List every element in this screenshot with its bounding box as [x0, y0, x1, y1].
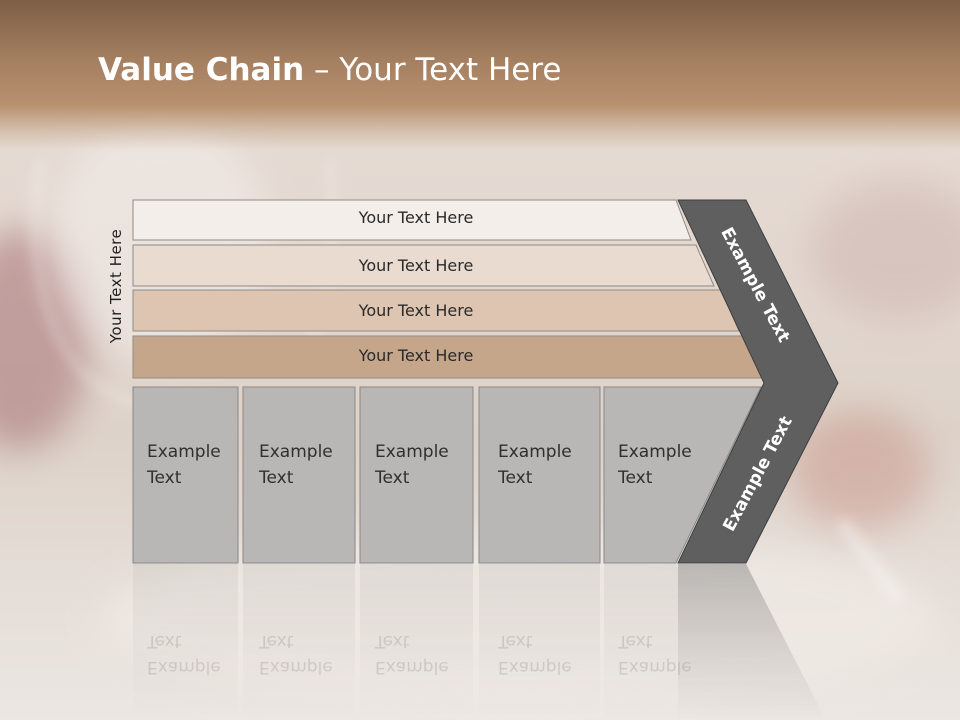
side-label: Your Text Here	[107, 228, 125, 344]
chevron-reflection	[678, 564, 826, 720]
box-1-reflection	[133, 564, 238, 714]
chevron-group	[677, 199, 839, 564]
box-1-line2: Text	[147, 468, 182, 488]
box-2-line1: Example	[259, 442, 333, 462]
bar-1	[132, 199, 692, 241]
box-5-line2: Text	[618, 468, 653, 488]
box-2-line2: Text	[259, 468, 294, 488]
box-4-line2: Text	[498, 468, 533, 488]
bar-label-2: Your Text Here	[358, 256, 474, 275]
box-4	[478, 386, 601, 564]
bar-2	[132, 244, 715, 287]
box-2-reflection	[243, 564, 355, 714]
box-4-reflection	[479, 564, 600, 714]
bar-3	[132, 289, 740, 332]
title-band	[0, 0, 960, 150]
bar-label-1: Your Text Here	[358, 208, 474, 227]
box-group	[132, 386, 762, 564]
title-bold: Value Chain	[98, 52, 305, 88]
title-rest: – Your Text Here	[304, 52, 562, 88]
box-2	[242, 386, 356, 564]
box-1	[132, 386, 239, 564]
reflection	[133, 564, 826, 720]
box-4-line1: Example	[498, 442, 572, 462]
box-5-line1: Example	[618, 442, 692, 462]
bar-label-3: Your Text Here	[358, 301, 474, 320]
box-3	[359, 386, 474, 564]
box-5	[603, 386, 762, 564]
bar-group	[132, 199, 763, 379]
box-1-line1: Example	[147, 442, 221, 462]
slide-title: Value Chain – Your Text Here	[98, 52, 561, 88]
box-3-line1: Example	[375, 442, 449, 462]
box-3-line2: Text	[375, 468, 410, 488]
bar-label-4: Your Text Here	[358, 346, 474, 365]
chevron-arrow	[677, 199, 839, 564]
box-3-reflection	[360, 564, 473, 714]
